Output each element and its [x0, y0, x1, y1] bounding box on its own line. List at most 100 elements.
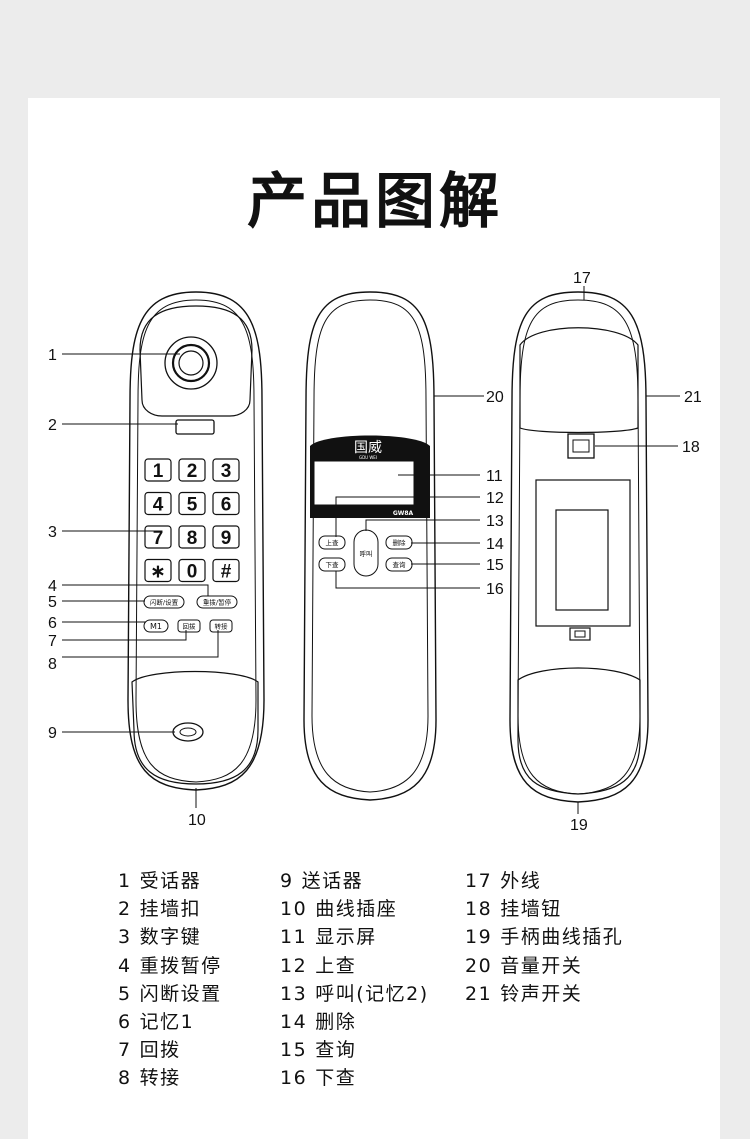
- content-card: [28, 98, 720, 1139]
- up-query-label: 上查: [326, 538, 340, 547]
- legend-item: 8 转接: [118, 1064, 222, 1092]
- callout-2: 2: [48, 417, 57, 434]
- leader-lines: [62, 286, 680, 814]
- legend-label: 下查: [315, 1067, 357, 1090]
- model-label: GW8A: [393, 510, 414, 517]
- legend-label: 呼叫(记忆2): [315, 982, 429, 1005]
- key-∗-label: ∗: [150, 562, 166, 583]
- legend-label: 记忆1: [139, 1011, 195, 1034]
- flash-set-button[interactable]: [143, 595, 185, 609]
- callout-10: 10: [188, 812, 206, 829]
- legend-item: 2 挂墙扣: [118, 895, 222, 923]
- legend-number: 8: [118, 1067, 132, 1090]
- legend-item: 11 显示屏: [280, 923, 429, 951]
- brand-logo-sub: GDU WEI: [359, 455, 377, 460]
- key-2-button[interactable]: [178, 458, 206, 482]
- key-5-button[interactable]: [178, 491, 206, 516]
- key-9-label: 9: [221, 528, 232, 549]
- legend-label: 外线: [500, 870, 542, 892]
- callback-button[interactable]: [177, 619, 201, 633]
- key-1-button[interactable]: [144, 458, 172, 482]
- key-4-button[interactable]: [144, 491, 172, 516]
- callout-3: 3: [48, 524, 57, 541]
- callback-label: 回拨: [183, 622, 197, 631]
- legend-number: 14: [280, 1011, 308, 1034]
- legend-label: 删除: [315, 1011, 357, 1034]
- page-title: 产品图解: [247, 167, 503, 237]
- legend-item: 16 下查: [280, 1064, 429, 1092]
- legend-label: 曲线插座: [315, 898, 398, 921]
- key-6-button[interactable]: [212, 491, 240, 516]
- legend-label: 受话器: [139, 870, 202, 892]
- legend-label: 挂墙钮: [500, 898, 562, 921]
- legend-number: 20: [465, 954, 493, 977]
- key-9-button[interactable]: [212, 525, 240, 549]
- legend-item: 17 外线: [465, 867, 623, 895]
- key-7-label: 7: [153, 528, 164, 549]
- callout-8: 8: [48, 656, 57, 673]
- query-label: 查询: [393, 560, 407, 569]
- legend-label: 转接: [139, 1067, 181, 1090]
- legend-number: 6: [118, 1011, 132, 1034]
- legend-number: 11: [280, 926, 308, 949]
- key-8-label: 8: [187, 528, 198, 549]
- m1-button[interactable]: [143, 619, 169, 633]
- wall-button: [567, 433, 595, 459]
- legend-number: 4: [118, 954, 132, 977]
- up-query-button[interactable]: [318, 535, 346, 550]
- key-∗-button[interactable]: [144, 558, 172, 583]
- key-0-label: 0: [187, 562, 198, 583]
- legend-number: 2: [118, 898, 132, 921]
- callout-14: 14: [486, 536, 504, 553]
- callout-7: 7: [48, 633, 57, 650]
- key-7-button[interactable]: [144, 525, 172, 549]
- legend-label: 音量开关: [500, 954, 583, 977]
- key-3-button[interactable]: [212, 458, 240, 482]
- callout-17: 17: [573, 270, 591, 287]
- legend-number: 5: [118, 982, 132, 1005]
- flash-set-label: 闪断/设置: [150, 598, 179, 607]
- key-8-button[interactable]: [178, 525, 206, 549]
- legend-label: 上查: [315, 954, 357, 977]
- legend-label: 重拨暂停: [139, 954, 222, 977]
- phone-base-view: [303, 291, 437, 801]
- callout-20: 20: [486, 389, 504, 406]
- wall-hook-slot: [175, 419, 215, 435]
- key-2-label: 2: [187, 461, 198, 482]
- legend-number: 16: [280, 1067, 308, 1090]
- callout-18: 18: [682, 439, 700, 456]
- down-query-button[interactable]: [318, 557, 346, 572]
- key-5-label: 5: [187, 495, 198, 516]
- legend-label: 挂墙扣: [139, 898, 202, 921]
- key-0-button[interactable]: [178, 558, 206, 583]
- legend-number: 12: [280, 954, 308, 977]
- legend-label: 送话器: [301, 870, 364, 892]
- legend-item: 4 重拨暂停: [118, 952, 222, 980]
- callout-13: 13: [486, 513, 504, 530]
- legend-label: 显示屏: [315, 926, 377, 949]
- callout-6: 6: [48, 615, 57, 632]
- key-#-button[interactable]: [212, 558, 240, 583]
- legend-number: 17: [465, 870, 493, 892]
- redial-pause-button[interactable]: [196, 595, 238, 609]
- legend-number: 10: [280, 898, 308, 921]
- brand-logo: 国威: [354, 440, 382, 456]
- transfer-button[interactable]: [209, 619, 233, 633]
- callout-15: 15: [486, 557, 504, 574]
- callout-12: 12: [486, 490, 504, 507]
- legend-item: 6 记忆1: [118, 1008, 222, 1036]
- legend-number: 19: [465, 926, 493, 949]
- phone-back-view: [509, 291, 649, 803]
- callout-4: 4: [48, 578, 57, 595]
- legend-label: 闪断设置: [139, 982, 222, 1005]
- legend-number: 7: [118, 1039, 132, 1062]
